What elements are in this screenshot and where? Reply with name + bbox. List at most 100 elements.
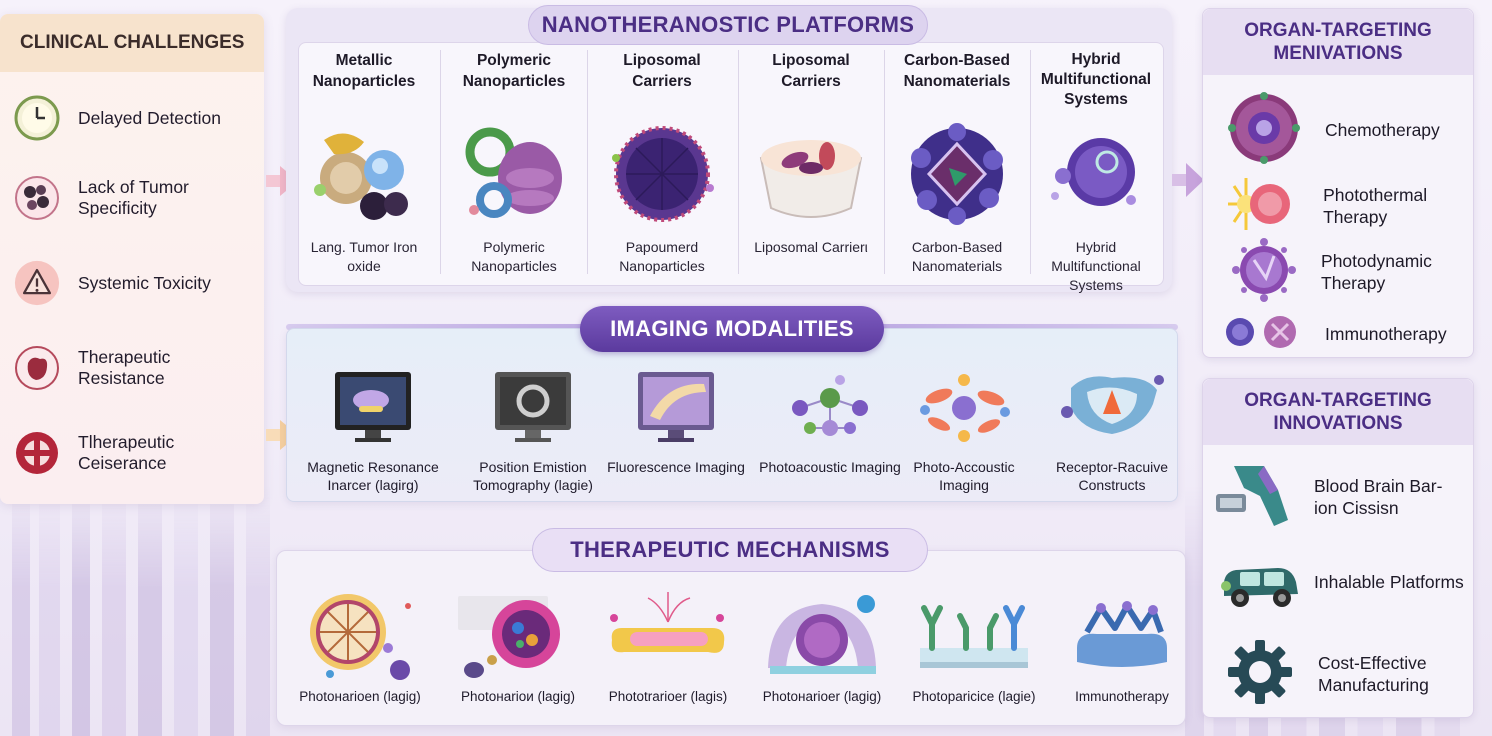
challenge-item: Tlherapeutic Ceiserance: [14, 430, 258, 476]
platforms-title: NANOTHERANOSTIC PLATFORMS: [528, 5, 928, 45]
platform-title: Metallic Nanoparticles: [312, 52, 416, 90]
therapeutic-panel: [276, 550, 1186, 726]
platform-item: Liposomal Carriers Papoumerd Nanoparticl…: [594, 50, 730, 280]
platform-item: Carbon-Based Nanomaterials Carbon-Based …: [890, 50, 1024, 280]
platform-title: Hybrid Multifunctional Systems: [1040, 51, 1152, 108]
therapeutic-label: Immunotherapy: [1075, 689, 1169, 704]
menivation-item: Photodynamic Therapy: [1230, 238, 1492, 306]
menivation-item: Photothermal Therapy: [1226, 174, 1492, 238]
divider: [1030, 50, 1031, 274]
imaging-title: IMAGING MODALITIES: [580, 306, 884, 352]
virus-particle-icon: [1222, 88, 1312, 172]
carbon-nanomaterial-icon: [897, 118, 1017, 232]
arched-nanostructure-icon: [762, 588, 882, 688]
platform-title: Liposomal Carriers: [623, 52, 701, 90]
challenge-item: Therapeutic Resistance: [14, 345, 258, 391]
menivation-item: Chemotherapy: [1222, 88, 1440, 172]
monitor-icon: [331, 368, 415, 452]
acoustic-cluster-icon: [909, 368, 1019, 452]
challenge-item: Lack of Tumor Specificity: [14, 175, 258, 221]
platform-subtitle: Papoumerd Nanoparticles: [619, 239, 705, 274]
divider: [440, 50, 441, 274]
arrow-right-icon: [1172, 163, 1204, 201]
menivation-label: Chemotherapy: [1325, 120, 1440, 140]
molecule-cluster-icon: [780, 368, 880, 452]
divider: [738, 50, 739, 274]
monitor-icon: [491, 368, 575, 452]
platform-title: Polymeric Nanoparticles: [462, 52, 566, 90]
cross-target-icon: [14, 430, 60, 476]
platform-title: Liposomal Carriers: [772, 52, 850, 90]
platform-subtitle: Hybrid Multifunctional Systems: [1051, 239, 1141, 293]
therapeutic-label: Photoнarioer (lagig): [762, 689, 882, 704]
challenge-item: Systemic Toxicity: [14, 260, 258, 306]
warning-icon: [14, 260, 60, 306]
challenge-label: Tlherapeutic Ceiserance: [78, 432, 175, 473]
imaging-label: Receptor-Racuive Constructs: [1055, 459, 1169, 493]
platforms-panel: [286, 8, 1172, 292]
clinical-challenges-panel: CLINICAL CHALLENGES: [0, 14, 264, 504]
photothermal-particle-icon: [300, 588, 420, 688]
divider: [884, 50, 885, 274]
platform-subtitle: Lang. Tumor Iron oxide: [310, 239, 418, 274]
divider: [587, 50, 588, 274]
city-skyline-left: [0, 486, 300, 736]
photodynamic-cell-icon: [1230, 238, 1308, 306]
menivation-label: Photothermal Therapy: [1323, 185, 1428, 227]
menivation-item: Immunotherapy: [1224, 312, 1447, 356]
platform-subtitle: Carbon-Based Nanomaterials: [911, 239, 1003, 274]
monitor-icon: [634, 368, 718, 452]
platform-item: Liposomal Carriers Liposomal Carrierι: [744, 50, 878, 280]
imaging-label: Magnetic Resonance Inarcer (lagirg): [307, 459, 439, 493]
vehicle-icon: [1218, 550, 1314, 614]
antibody-array-icon: [914, 588, 1034, 688]
innovation-item: Cost-Effective Manufacturing: [1228, 640, 1468, 708]
therapeutic-label: Phototrarioer (lagis): [608, 689, 728, 704]
challenge-item: Delayed Detection: [14, 95, 258, 141]
challenge-label: Therapeutic Resistance: [78, 347, 171, 388]
cell-cluster-icon: [14, 175, 60, 221]
imaging-label: Photoacoustic Imaging: [759, 459, 901, 475]
imaging-label: Photo-Accoustic Imaging: [913, 459, 1015, 493]
immune-cells-icon: [1224, 312, 1312, 356]
platform-subtitle: Polymeric Nanoparticles: [471, 239, 557, 274]
hybrid-system-icon: [1041, 126, 1151, 230]
therapeutic-label: Photoparicice (lagie): [912, 689, 1036, 704]
immunotherapy-device-icon: [1067, 588, 1177, 688]
innovation-label: Blood Brain Bar-ion Cissisn: [1314, 476, 1443, 518]
innovation-label: Inhalable Platforms: [1314, 572, 1464, 592]
platform-subtitle: Liposomal Carrierι: [754, 239, 868, 255]
platform-item: Polymeric Nanoparticles Polymeric Nanopa…: [448, 50, 580, 280]
challenge-label: Systemic Toxicity: [78, 272, 211, 293]
innovation-item: Blood Brain Bar-ion Cissisn: [1214, 460, 1464, 534]
innovation-label: Cost-Effective Manufacturing: [1318, 653, 1429, 695]
imaging-panel: [286, 328, 1178, 502]
platforms-inner: [298, 42, 1164, 286]
therapeutic-label: Photoнarioen (lagig): [299, 689, 421, 704]
bone-shaped-carrier-icon: [604, 588, 732, 688]
menivations-title: ORGAN-TARGETING MENIVATIONS: [1203, 9, 1473, 75]
photothermal-burst-icon: [1226, 174, 1310, 238]
clinical-challenges-title: CLINICAL CHALLENGES: [0, 14, 264, 72]
photodynamic-particle-icon: [458, 588, 578, 688]
receptor-construct-icon: [1057, 368, 1167, 452]
challenge-label: Lack of Tumor Specificity: [78, 177, 189, 218]
gear-icon: [1228, 640, 1318, 708]
imaging-label: Fluorescence Imaging: [607, 459, 745, 475]
clock-icon: [14, 95, 60, 141]
innovations-title: ORGAN-TARGETING INNOVATIONS: [1203, 379, 1473, 445]
organ-icon: [14, 345, 60, 391]
liposome-icon: [602, 118, 722, 232]
imaging-label: Position Emistion Tomography (lagie): [473, 459, 593, 493]
polymeric-nanoparticle-icon: [454, 118, 574, 232]
menivation-label: Photodynamic Therapy: [1321, 251, 1432, 293]
menivation-label: Immunotherapy: [1325, 324, 1447, 344]
challenge-label: Delayed Detection: [78, 107, 221, 128]
therapeutic-label: Photoнarioи (lagig): [460, 689, 576, 704]
therapeutic-title: THERAPEUTIC MECHANISMS: [532, 528, 928, 572]
innovations-panel: ORGAN-TARGETING INNOVATIONS: [1202, 378, 1474, 718]
carrier-bowl-icon: [751, 118, 871, 232]
platform-item: Hybrid Multifunctional Systems Hybrid Mu…: [1034, 50, 1158, 293]
platform-title: Carbon-Based Nanomaterials: [903, 52, 1011, 90]
platform-item: Metallic Nanoparticles Lang. Tumor Iron …: [300, 50, 428, 280]
